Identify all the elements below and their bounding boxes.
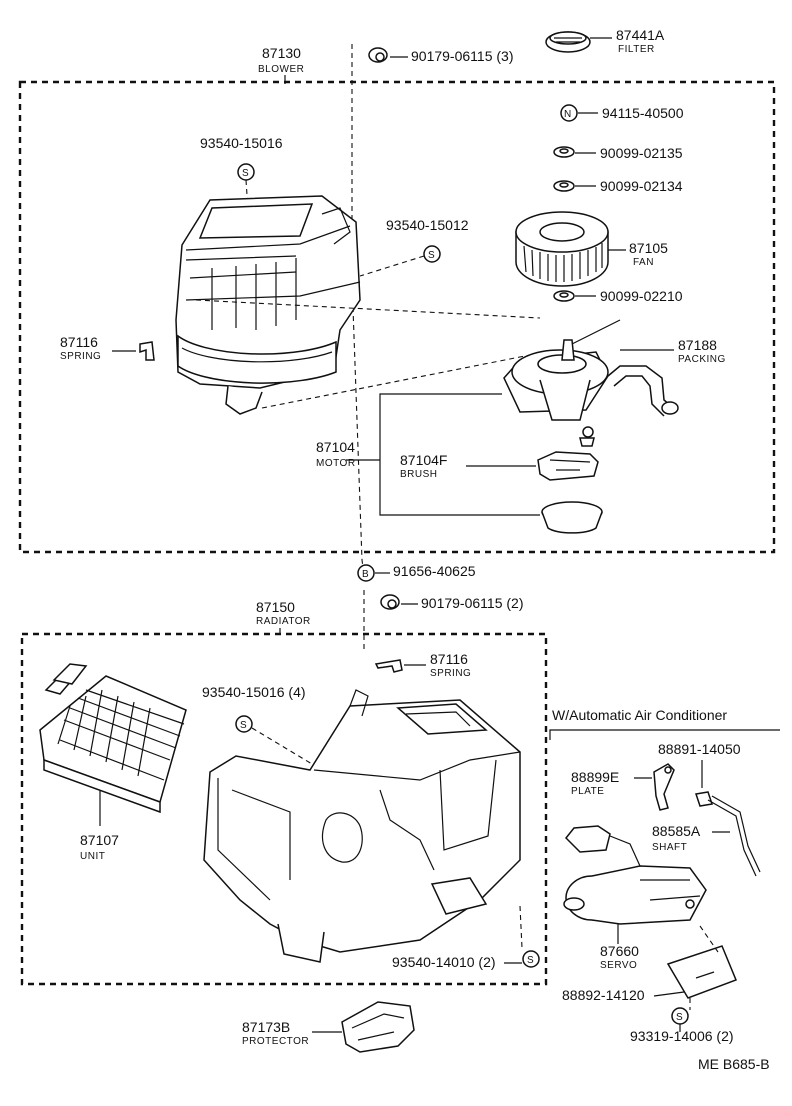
filter-part-number: 87441A [616,27,665,43]
diagram-code: ME B685-B [698,1056,770,1072]
washer-part-number-1: 90099-02135 [600,145,683,161]
brush-part-number: 87104F [400,452,447,468]
plate-lever-icon [653,763,675,811]
protector-icon [341,1001,415,1053]
servo-screw-part-number: 93319-14006 (2) [630,1028,734,1044]
unit-name: UNIT [80,851,105,862]
screw-low-part-number: 93540-14010 (2) [392,954,496,970]
washer-part-number-3: 90099-02210 [600,288,683,304]
washer-part-number-2: 90099-02134 [600,178,683,194]
bracket-icon [666,945,737,999]
svg-text:S: S [242,168,249,179]
nut-icon [380,594,400,610]
blower-group-boundary [18,80,776,554]
option-header: W/Automatic Air Conditioner [552,707,727,723]
clip-icon [695,791,713,807]
nut-part-number-2: 90179-06115 (2) [421,595,523,611]
motor-part-number: 87104 [316,439,355,455]
blower-housing-icon [175,195,361,415]
shaft-rod-icon [707,795,761,877]
radiator-group-boundary [20,632,548,986]
motor-name: MOTOR [316,458,356,469]
motor-cover-icon [541,501,603,534]
servo-part-number: 87660 [600,943,639,959]
svg-text:S: S [527,955,534,966]
plate-name: PLATE [571,786,604,797]
s-symbol-icon: S [671,1007,689,1025]
shaft-name: SHAFT [652,842,687,853]
blower-group-number: 87130 [262,45,301,61]
svg-text:S: S [240,720,247,731]
bolt-part-number: 91656-40625 [393,563,476,579]
radiator-group-number: 87150 [256,599,295,615]
b-symbol-icon: B [357,564,375,582]
heater-unit-icon [39,663,187,814]
protector-name: PROTECTOR [242,1036,309,1047]
packing-part-number: 87188 [678,337,717,353]
servo-name: SERVO [600,960,637,971]
svg-text:S: S [676,1012,683,1023]
svg-text:S: S [428,250,435,261]
filter-icon [545,31,591,53]
s-symbol-icon: S [522,950,540,968]
s-symbol-icon: S [237,163,255,181]
screw-top-part-number: 93540-15016 [200,135,283,151]
fan-part-number: 87105 [629,240,668,256]
brush-icon [537,451,599,481]
blower-group-name: BLOWER [258,64,304,75]
spring-name: SPRING [60,351,101,362]
spring2-part-number: 87116 [430,651,468,667]
protector-part-number: 87173B [242,1019,290,1035]
clip-part-number: 88891-14050 [658,741,741,757]
packing-hose-icon [607,365,679,417]
washer-icon [553,180,575,192]
plate-part-number: 88899E [571,769,619,785]
spring-clip-icon [139,341,155,361]
bracket-part-number: 88892-14120 [562,987,645,1003]
unit-part-number: 87107 [80,832,119,848]
spring2-name: SPRING [430,668,471,679]
brush-name: BRUSH [400,469,438,480]
svg-text:B: B [362,569,369,580]
s-symbol-icon: S [235,715,253,733]
packing-name: PACKING [678,354,726,365]
shaft-part-number: 88585A [652,823,701,839]
nut-part-number: 90179-06115 (3) [411,48,513,64]
washer-icon [553,290,575,302]
spring-clip-icon [374,659,403,673]
fan-name: FAN [633,257,654,268]
radiator-group-name: RADIATOR [256,616,311,627]
spring-part-number: 87116 [60,334,98,350]
fan-icon [515,211,609,287]
filter-name: FILTER [618,44,655,55]
screw-rad-part-number: 93540-15016 (4) [202,684,306,700]
nut-icon [368,47,388,63]
s-symbol-icon: S [423,245,441,263]
n-symbol-icon: N [560,104,578,122]
screw-mid-part-number: 93540-15012 [386,217,469,233]
radiator-housing-icon [203,689,521,963]
servo-motor-icon [563,825,707,925]
motor-icon [503,339,609,447]
washer-icon [553,146,575,158]
svg-text:N: N [564,109,572,120]
n-part-number: 94115-40500 [602,105,684,121]
